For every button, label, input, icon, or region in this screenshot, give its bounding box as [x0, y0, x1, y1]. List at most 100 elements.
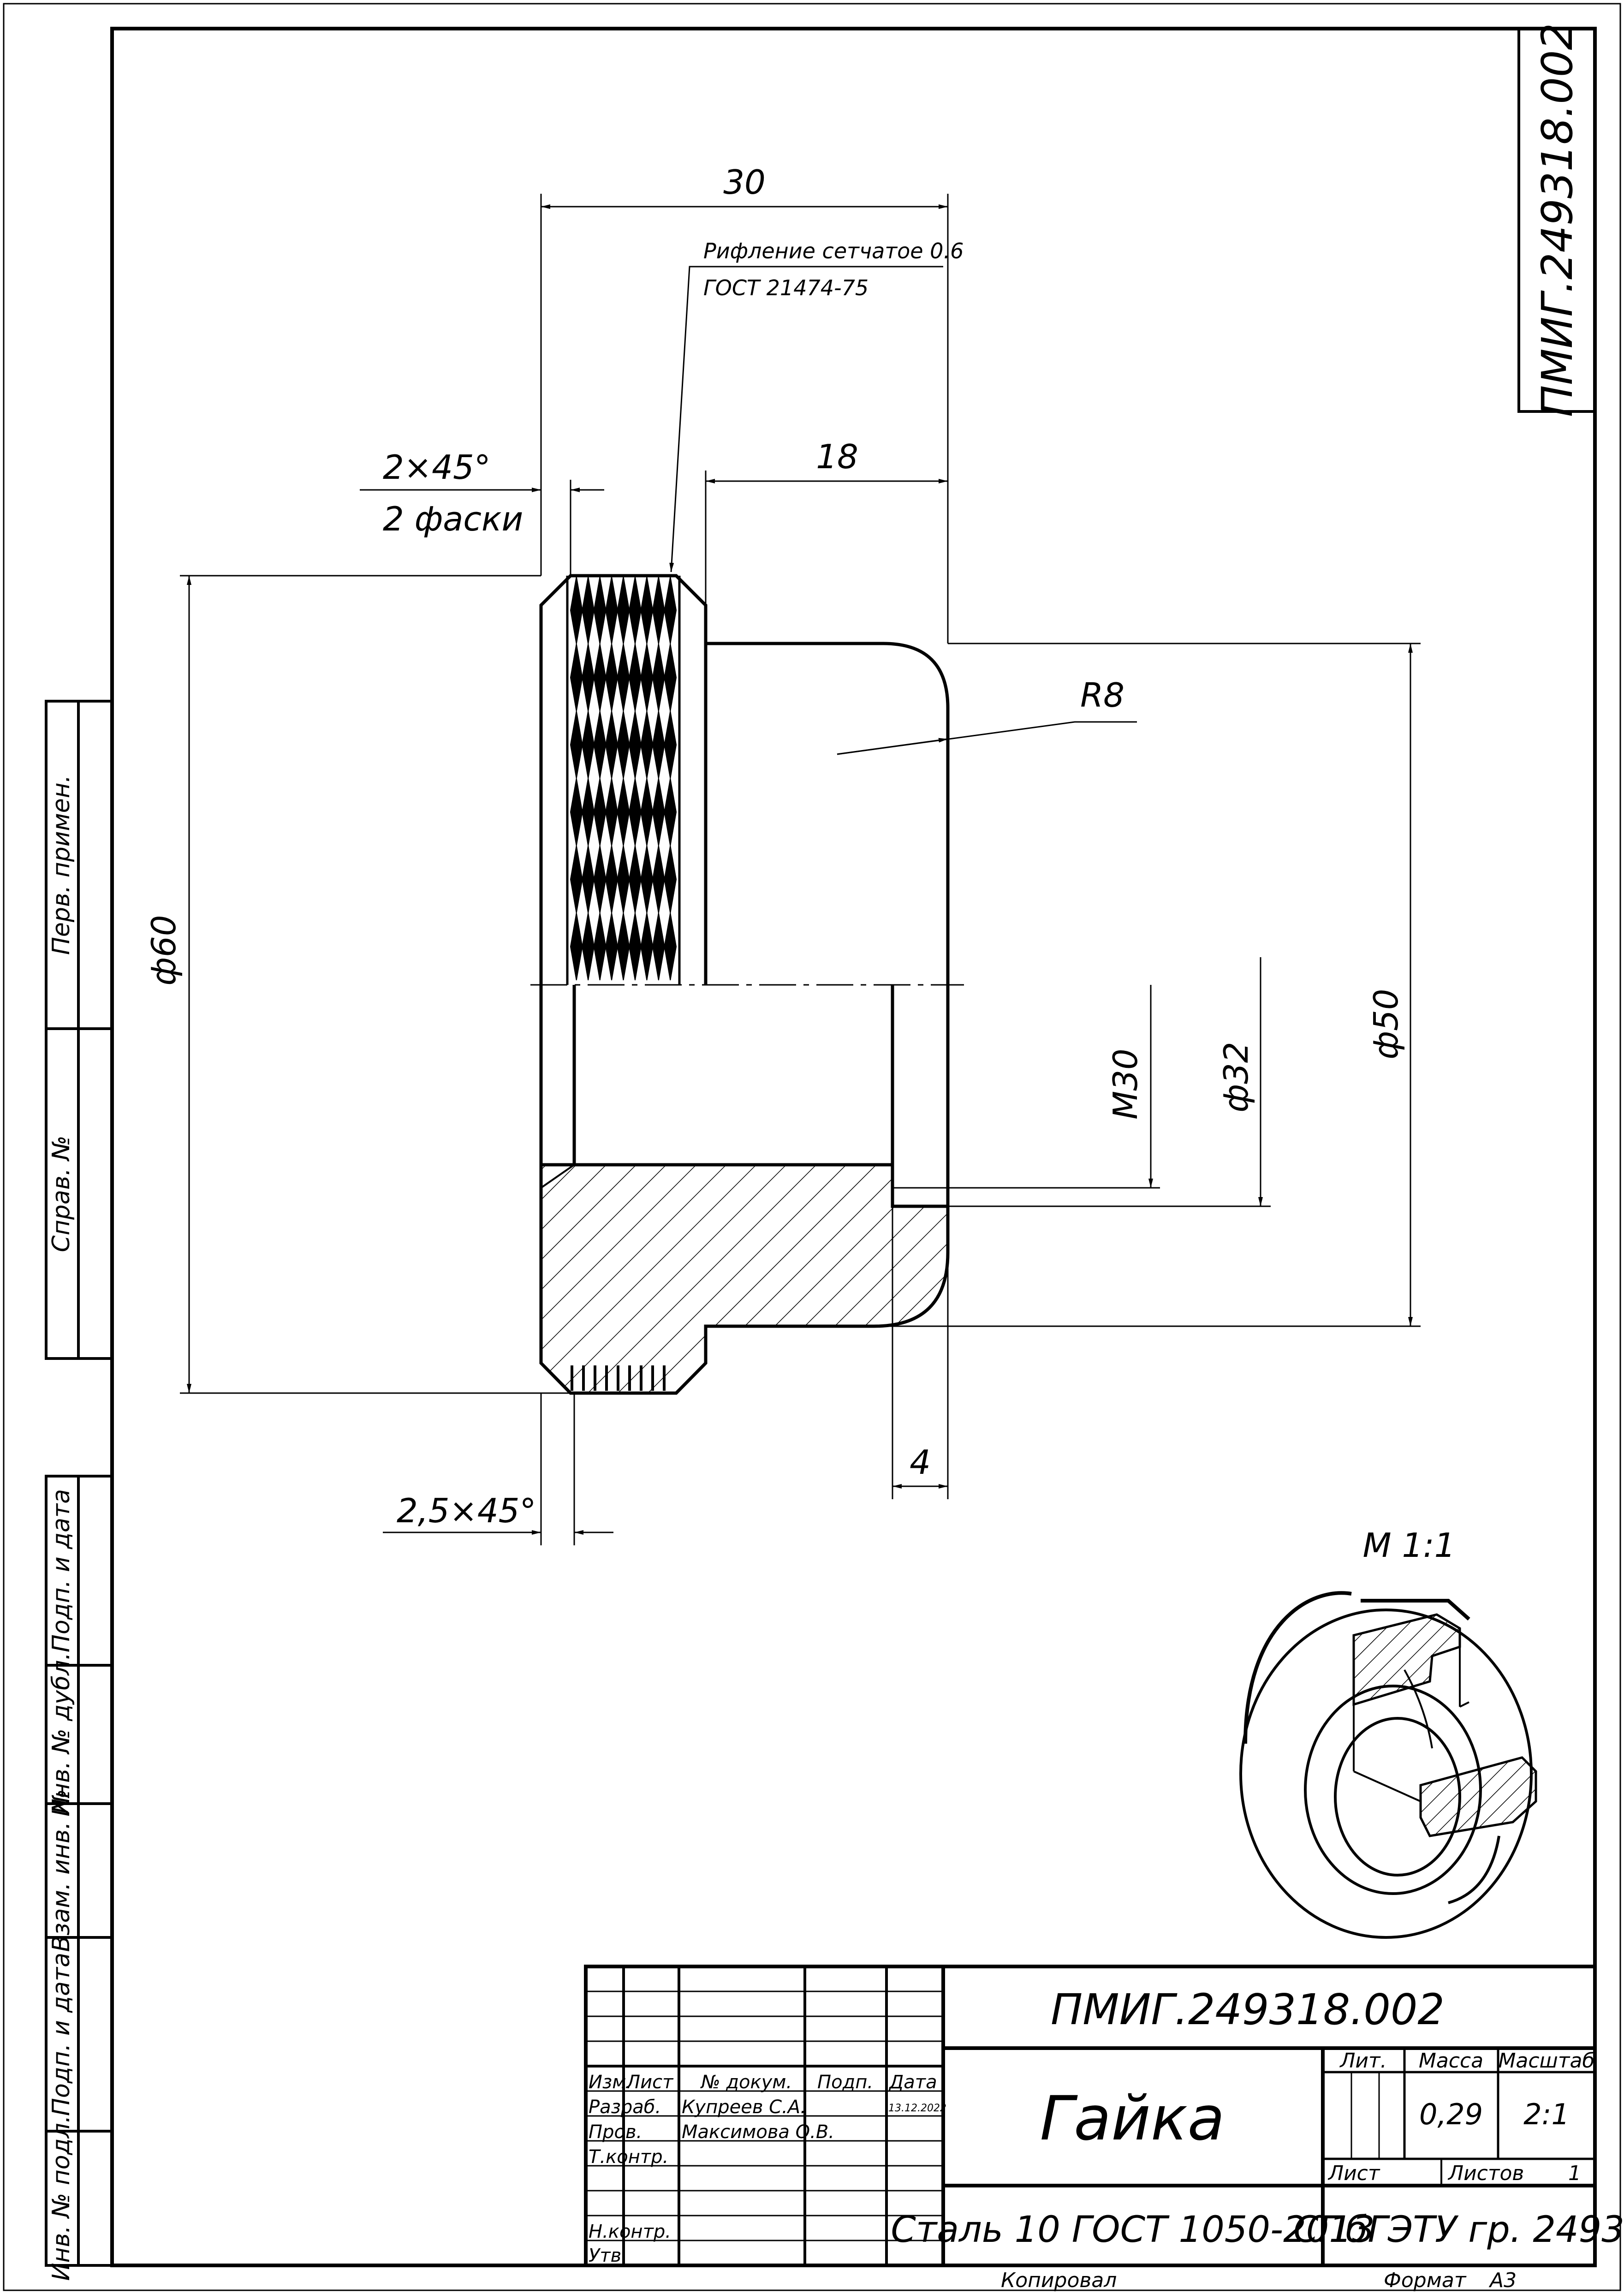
knurl-diamond — [640, 576, 654, 644]
knurl-diamond — [640, 912, 654, 981]
knurl-diamond — [629, 711, 642, 779]
tb-sheet-label: Лист — [1327, 2162, 1380, 2185]
tb-role-ncontrol: Н.контр. — [589, 2221, 671, 2242]
tb-sheets-value: 1 — [1568, 2162, 1581, 2185]
knurl-diamond — [582, 711, 595, 779]
dim-dia-50: ф50 — [1367, 989, 1405, 1059]
knurl-diamond — [593, 644, 607, 711]
tb-role-checker: Пров. — [589, 2121, 642, 2143]
knurl-diamond — [652, 711, 665, 779]
drawing-number-rotated: ПМИГ.249318.002 — [1533, 23, 1582, 417]
knurl-diamond — [582, 576, 595, 644]
knurl-diamond — [593, 846, 607, 913]
knurl-diamond — [629, 912, 642, 981]
knurl-diamond — [617, 912, 630, 981]
dim-dia-32: ф32 — [1217, 1042, 1255, 1112]
tb-header-izm: Изм. — [589, 2072, 632, 2093]
knurl-diamond — [593, 576, 607, 644]
dim-chamfer-2-faski: 2 фаски — [383, 500, 523, 538]
side-stamp — [45, 700, 113, 2267]
knurl-diamond — [593, 711, 607, 779]
tb-date-value: 13.12.2022 — [888, 2103, 946, 2114]
side-label-inv-podl: Инв. № подл. — [48, 2115, 75, 2281]
tb-mass-label: Масса — [1419, 2049, 1483, 2073]
scale-note: М 1:1 — [1363, 1526, 1456, 1565]
knurl-diamond — [652, 644, 665, 711]
dim-30: 30 — [723, 163, 766, 202]
dim-dia-60: ф60 — [144, 915, 183, 985]
tb-organization: СПбГЭТУ гр. 2493 — [1293, 2209, 1624, 2251]
knurl-diamond — [570, 778, 583, 846]
knurl-pattern — [570, 576, 677, 981]
knurl-diamond — [605, 644, 618, 711]
part-section-view — [530, 574, 964, 1395]
dim-chamfer-2x45: 2×45° — [383, 448, 491, 487]
knurl-diamond — [664, 778, 677, 846]
knurl-diamond — [570, 576, 583, 644]
tb-role-tcontrol: Т.контр. — [589, 2146, 668, 2168]
copied-label: Копировал — [1001, 2269, 1117, 2292]
knurl-diamond — [664, 846, 677, 913]
knurl-diamond — [640, 711, 654, 779]
dim-chamfer-25x45: 2,5×45° — [397, 1491, 536, 1530]
tb-role-approved: Утв. — [589, 2245, 627, 2266]
knurl-diamond — [640, 644, 654, 711]
format-label: Формат — [1384, 2269, 1467, 2292]
knurl-diamond — [605, 912, 618, 981]
knurl-diamond — [570, 644, 583, 711]
side-label-podp2: Подп. и дата — [48, 1953, 75, 2116]
knurl-diamond — [629, 576, 642, 644]
knurl-diamond — [617, 778, 630, 846]
dim-18: 18 — [816, 437, 858, 476]
tb-lit-label: Лит. — [1339, 2049, 1386, 2073]
top-number-box: ПМИГ.249318.002 — [1517, 23, 1596, 417]
dim-radius-r8: R8 — [1080, 676, 1124, 715]
section-hatch — [539, 1163, 950, 1395]
side-label-inv-dubl: Инв. № дубл. — [48, 1652, 75, 1817]
side-label-vzam: Взам. инв. № — [48, 1789, 75, 1952]
knurl-diamond — [605, 711, 618, 779]
knurl-diamond — [617, 711, 630, 779]
knurl-diamond — [593, 778, 607, 846]
knurl-diamond — [629, 778, 642, 846]
knurl-diamond — [605, 778, 618, 846]
side-label-podp1: Подп. и дата — [48, 1489, 75, 1652]
tb-sheets-label: Листов — [1447, 2162, 1524, 2185]
knurl-note-2: ГОСТ 21474-75 — [703, 275, 869, 300]
knurl-diamond — [652, 846, 665, 913]
knurl-diamond — [582, 778, 595, 846]
knurl-diamond — [652, 778, 665, 846]
knurl-diamond — [664, 576, 677, 644]
tb-part-name: Гайка — [1040, 2083, 1225, 2154]
knurl-diamond — [640, 846, 654, 913]
knurl-diamond — [617, 846, 630, 913]
isometric-view — [1239, 1591, 1537, 1939]
side-label-perv: Перв. примен. — [48, 775, 75, 955]
tb-material: Сталь 10 ГОСТ 1050-2013 — [891, 2209, 1374, 2251]
tb-developer-name: Купреев С.А. — [682, 2097, 806, 2118]
tb-header-list: Лист — [625, 2072, 674, 2093]
tb-scale-label: Масштаб — [1498, 2049, 1594, 2073]
sheet-trim — [3, 3, 1621, 2291]
tb-header-sign: Подп. — [817, 2072, 873, 2093]
knurl-diamond — [652, 912, 665, 981]
knurl-diamond — [617, 576, 630, 644]
title-block — [584, 1965, 1597, 2267]
knurl-diamond — [664, 912, 677, 981]
tb-scale-value: 2:1 — [1523, 2097, 1570, 2131]
knurl-diamond — [664, 711, 677, 779]
knurl-diamond — [605, 576, 618, 644]
knurl-diamond — [640, 778, 654, 846]
knurl-diamond — [582, 644, 595, 711]
knurl-diamond — [582, 912, 595, 981]
tb-mass-value: 0,29 — [1419, 2097, 1483, 2131]
tb-checker-name: Максимова О.В. — [682, 2121, 834, 2143]
knurl-diamond — [652, 576, 665, 644]
knurl-diamond — [617, 644, 630, 711]
side-label-sprav: Справ. № — [48, 1136, 75, 1252]
knurl-diamond — [629, 644, 642, 711]
knurl-diamond — [570, 912, 583, 981]
tb-header-date: Дата — [888, 2072, 937, 2093]
knurl-diamond — [629, 846, 642, 913]
